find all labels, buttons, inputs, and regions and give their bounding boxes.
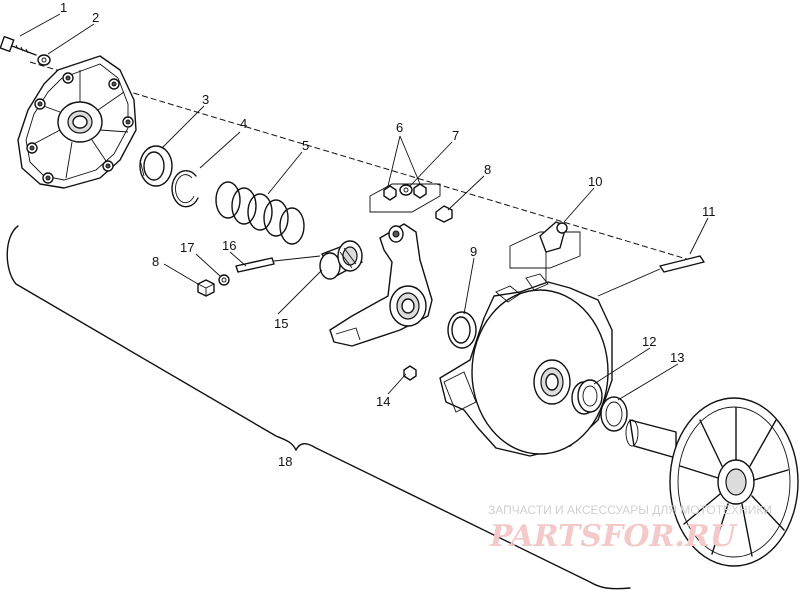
callout-4: 4 bbox=[240, 116, 247, 131]
callout-16: 16 bbox=[222, 238, 236, 253]
part-8-nut-lower bbox=[197, 279, 215, 297]
part-6-7-hardware bbox=[369, 183, 441, 213]
part-17-washer bbox=[218, 274, 230, 286]
callout-5: 5 bbox=[302, 138, 309, 153]
part-12-bushing bbox=[571, 379, 603, 415]
part-cover-plate bbox=[17, 55, 137, 189]
part-moveable-sheave bbox=[439, 273, 613, 457]
assembly-bracket bbox=[6, 225, 631, 590]
part-14-nut bbox=[403, 365, 417, 381]
part-fixed-sheave bbox=[625, 397, 799, 567]
callout-8-upper: 8 bbox=[484, 162, 491, 177]
callout-6: 6 bbox=[396, 120, 403, 135]
center-axis bbox=[29, 61, 691, 261]
callout-1: 1 bbox=[60, 0, 67, 15]
watermark-logo: PARTSFOR.RU bbox=[489, 519, 738, 554]
leader-lines bbox=[19, 13, 709, 401]
callout-12: 12 bbox=[642, 334, 656, 349]
callout-8-lower: 8 bbox=[152, 254, 159, 269]
callout-10: 10 bbox=[588, 174, 602, 189]
part-2-washer bbox=[37, 54, 51, 66]
part-16-pin bbox=[235, 255, 321, 273]
part-3-bushing bbox=[139, 145, 173, 187]
part-15-bearing bbox=[319, 240, 363, 280]
callout-3: 3 bbox=[202, 92, 209, 107]
part-13-ring bbox=[600, 396, 628, 432]
callout-11: 11 bbox=[702, 204, 716, 219]
callout-7: 7 bbox=[452, 128, 459, 143]
part-spider-arm bbox=[329, 223, 433, 347]
part-10-bracket bbox=[509, 221, 581, 282]
part-9-ring bbox=[447, 311, 477, 349]
part-11-pin bbox=[597, 255, 705, 297]
watermark: ЗАПЧАСТИ И АКСЕССУАРЫ ДЛЯ МОТОТЕХНИКИ PA… bbox=[488, 503, 772, 554]
callout-2: 2 bbox=[92, 10, 99, 25]
part-1-bolt bbox=[0, 35, 37, 56]
callout-15: 15 bbox=[274, 316, 288, 331]
part-4-snap-ring bbox=[171, 169, 199, 208]
callout-18: 18 bbox=[278, 454, 292, 469]
callout-14: 14 bbox=[376, 394, 390, 409]
callout-17: 17 bbox=[180, 240, 194, 255]
watermark-caption: ЗАПЧАСТИ И АКСЕССУАРЫ ДЛЯ МОТОТЕХНИКИ bbox=[488, 503, 772, 517]
part-5-spring bbox=[215, 181, 305, 245]
callout-13: 13 bbox=[670, 350, 684, 365]
callout-9: 9 bbox=[470, 244, 477, 259]
